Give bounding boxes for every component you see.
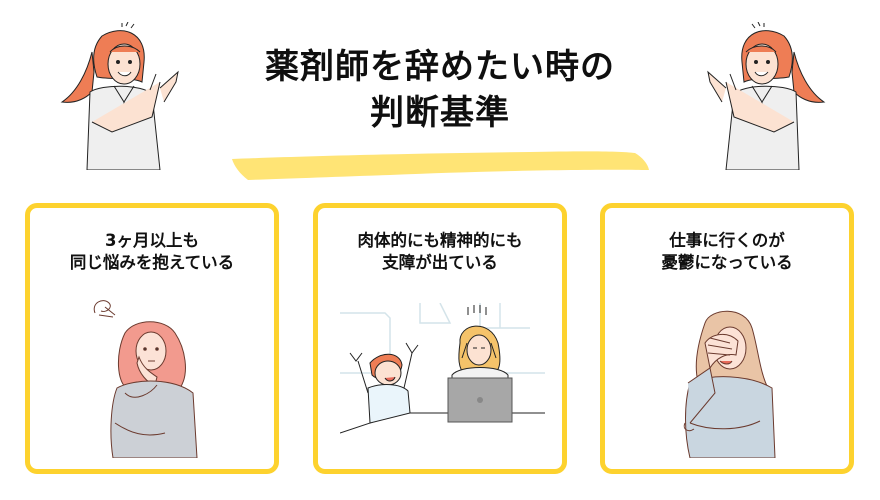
card-title-line-1: 仕事に行くのが bbox=[669, 231, 785, 250]
title-highlight-stroke bbox=[232, 151, 649, 180]
page-title-line-1: 薬剤師を辞めたい時の bbox=[265, 47, 615, 87]
stressed-mother-illustration bbox=[340, 303, 545, 434]
card-title-line-2: 憂鬱になっている bbox=[661, 253, 793, 272]
woman-pointing-illustration-right bbox=[707, 22, 826, 170]
page-title: 薬剤師を辞めたい時の 判断基準 bbox=[200, 44, 680, 136]
facepalm-woman-illustration bbox=[683, 310, 776, 458]
criteria-card-1: 3ヶ月以上も 同じ悩みを抱えている bbox=[25, 203, 279, 474]
criteria-card-2: 肉体的にも精神的にも 支障が出ている bbox=[313, 203, 567, 474]
card-title: 3ヶ月以上も 同じ悩みを抱えている bbox=[30, 230, 274, 274]
card-title-line-2: 同じ悩みを抱えている bbox=[69, 253, 235, 272]
woman-pointing-illustration-left bbox=[60, 22, 179, 170]
page-title-line-2: 判断基準 bbox=[370, 93, 510, 133]
card-title-line-2: 支障が出ている bbox=[382, 253, 498, 272]
criteria-card-3: 仕事に行くのが 憂鬱になっている bbox=[600, 203, 854, 474]
card-title: 肉体的にも精神的にも 支障が出ている bbox=[318, 230, 562, 274]
card-title: 仕事に行くのが 憂鬱になっている bbox=[605, 230, 849, 274]
card-title-line-1: 肉体的にも精神的にも bbox=[357, 231, 523, 250]
card-title-line-1: 3ヶ月以上も bbox=[105, 231, 199, 250]
worried-woman-illustration bbox=[93, 300, 198, 458]
